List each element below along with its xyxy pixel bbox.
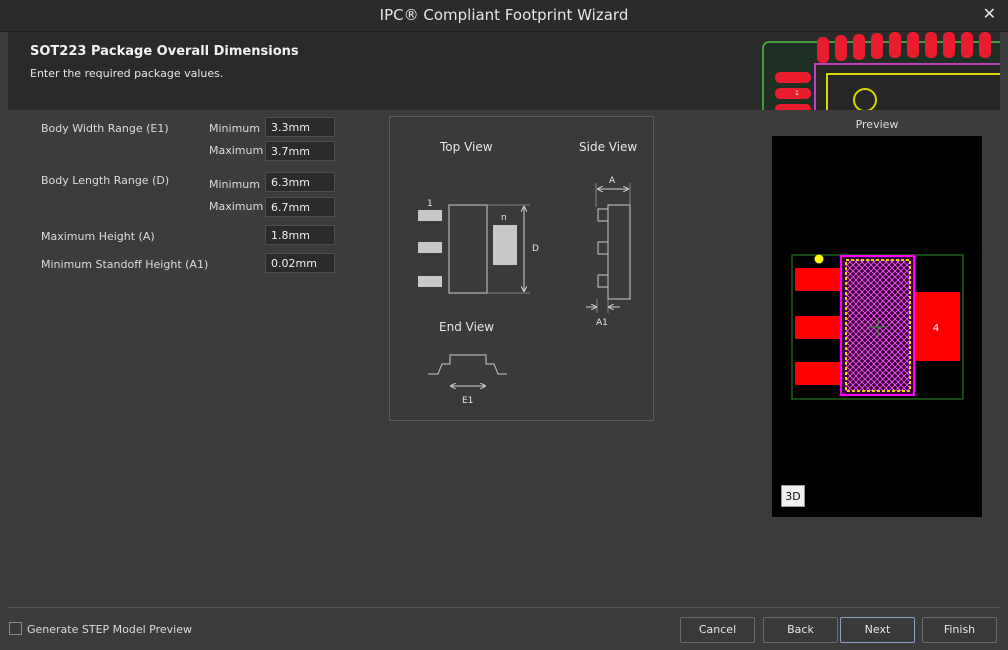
side-view-label: Side View [579,140,637,154]
step-preview-checkbox[interactable] [9,622,22,635]
back-button[interactable]: Back [763,617,838,643]
pcb-banner-graphic: 1 [755,32,1000,110]
max-height-input[interactable] [265,225,335,245]
window-title: IPC® Compliant Footprint Wizard [379,6,629,24]
pad-1 [795,268,840,291]
dim-e1-label: E1 [462,396,473,406]
min-standoff-label: Minimum Standoff Height (A1) [41,258,209,271]
top-pin-3 [418,276,442,287]
dim-a-label: A [609,176,616,186]
end-view-label: End View [439,320,494,334]
footprint-preview[interactable]: 4 [772,136,982,517]
body-width-max-input[interactable] [265,141,335,161]
pad-4-label: 4 [933,323,939,334]
top-tab-pin [493,225,517,265]
top-view-label: Top View [439,140,493,154]
pin-n-label: n [501,213,507,223]
3d-view-button[interactable]: 3D [781,485,805,507]
body-width-max-label: Maximum [209,144,264,157]
pin1-label: 1 [427,199,433,209]
side-body [607,204,631,300]
page-title: SOT223 Package Overall Dimensions [30,44,299,59]
pad-2 [795,316,840,339]
package-diagram: Top View 1 n D Side View A A1 End View E… [389,116,654,421]
body-length-label: Body Length Range (D) [41,174,170,187]
step-preview-label[interactable]: Generate STEP Model Preview [27,623,192,636]
page-subtitle: Enter the required package values. [30,67,224,80]
pad-4 [913,292,960,361]
pad-3 [795,362,840,385]
body-width-label: Body Width Range (E1) [41,122,169,135]
cancel-button[interactable]: Cancel [680,617,755,643]
banner-pin1-label: 1 [795,90,799,97]
dim-d-label: D [532,244,539,254]
top-body [448,204,488,294]
end-view-outline [428,354,507,375]
footer-divider [8,607,1000,608]
close-icon[interactable]: ✕ [982,4,996,23]
finish-button[interactable]: Finish [922,617,997,643]
body-width-min-label: Minimum [209,122,260,135]
pin1-marker [814,254,824,264]
body-length-max-label: Maximum [209,200,264,213]
title-bar: IPC® Compliant Footprint Wizard ✕ [0,0,1008,32]
header-banner: SOT223 Package Overall Dimensions Enter … [8,32,1000,110]
top-pin-1 [418,210,442,221]
body-length-min-input[interactable] [265,172,335,192]
body-length-min-label: Minimum [209,178,260,191]
next-button[interactable]: Next [840,617,915,643]
top-pin-2 [418,242,442,253]
preview-label: Preview [855,118,899,131]
body-length-max-input[interactable] [265,197,335,217]
max-height-label: Maximum Height (A) [41,230,155,243]
min-standoff-input[interactable] [265,253,335,273]
body-width-min-input[interactable] [265,117,335,137]
dim-a1-label: A1 [596,318,608,328]
